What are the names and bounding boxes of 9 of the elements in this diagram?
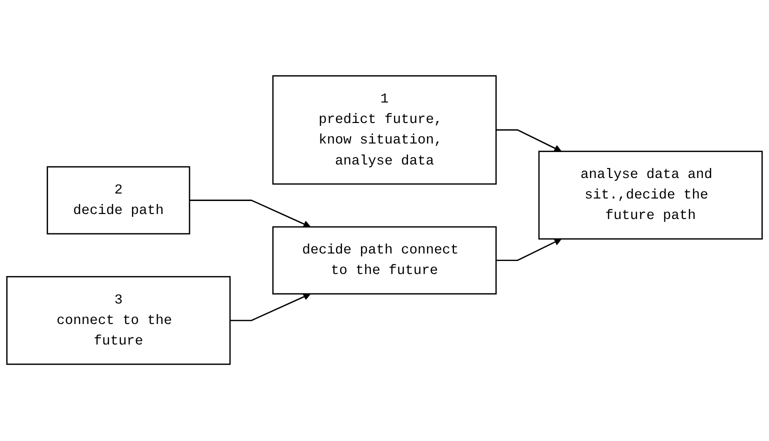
arrow [496,130,562,152]
node-box: 2 decide path [46,166,190,235]
arrow [496,238,562,262]
node-box: decide path connect to the future [272,226,497,295]
arrow [190,200,311,228]
node-box: 3 connect to the future [6,276,231,366]
node-box: analyse data and sit.,decide the future path [538,151,763,240]
arrow [230,294,311,322]
node-box: 1 predict future, know situation, analyse data [272,76,497,186]
